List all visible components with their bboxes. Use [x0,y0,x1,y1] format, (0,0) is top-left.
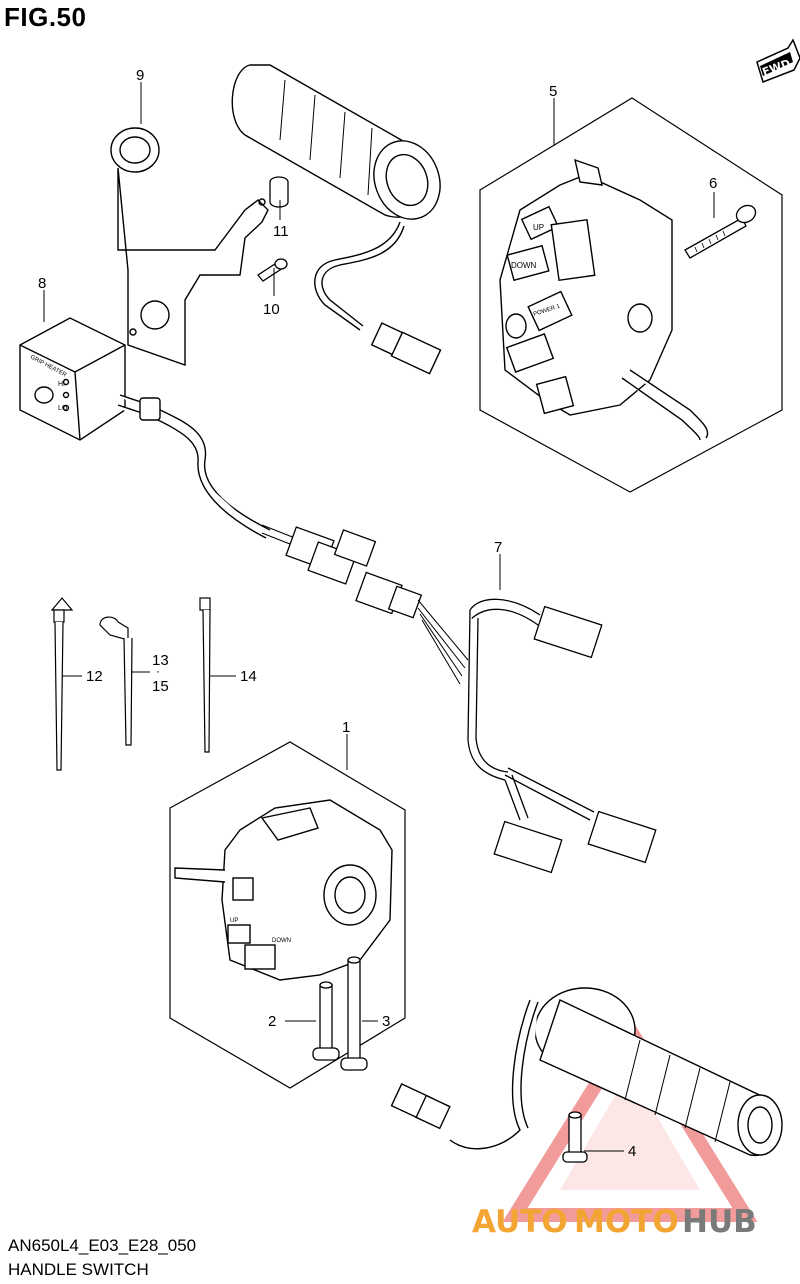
right-switch-screw [684,204,757,259]
clamp-tie [50,597,74,771]
cable-clamp [99,616,133,746]
callout-8: 8 [38,275,46,292]
bracket-bolt [257,258,288,282]
callout-10: 10 [263,301,280,318]
callout-numbers: 9 5 6 11 10 8 7 12 13 · 15 14 1 2 3 4 [38,67,717,1160]
fwd-direction-badge: FWD [756,38,800,83]
watermark-text: AUTO MOTO HUB [472,1204,757,1240]
left-switch-box [169,741,406,1089]
left-handle-switch [174,799,393,981]
cable-tie [199,597,211,753]
right-switch-box [479,97,783,493]
screw-short [312,981,340,1061]
spacer-collar [269,176,289,208]
model-code: AN650L4_E03_E28_050 [8,1236,197,1255]
heater-connector [261,524,377,585]
callout-3: 3 [382,1013,390,1030]
left-switch-up-label: UP [230,918,238,924]
callout-11: 11 [273,223,289,240]
callout-14: 14 [240,668,257,685]
callout-5: 5 [549,83,557,100]
right-heated-grip [231,64,442,375]
callout-2: 2 [268,1013,276,1030]
callout-12: 12 [86,668,103,685]
grip-heater-switch [19,317,271,539]
left-switch-down-label: DOWN [272,938,291,944]
right-switch-up-label: UP [533,223,544,232]
heater-switch-hi-label: HI [58,381,65,388]
watermark-moto: MOTO [574,1204,679,1240]
callout-7: 7 [494,539,502,556]
callout-1: 1 [342,719,350,736]
callout-9: 9 [136,67,144,84]
heater-switch-lo-label: LO [58,405,68,412]
section-name: HANDLE SWITCH [8,1260,149,1279]
callout-13: 13 [152,652,169,669]
right-switch-down-label: DOWN [511,261,537,270]
figure-title: FIG.50 [4,2,87,32]
callout-4: 4 [628,1143,636,1160]
grip-screw [562,1111,588,1163]
watermark-hub: HUB [682,1204,757,1240]
screw-long [340,956,368,1071]
wiring-harness [355,571,657,874]
right-handle-switch [499,158,709,441]
callout-6: 6 [709,175,717,192]
mounting-bracket [110,127,269,366]
left-heated-grip [390,987,783,1156]
watermark-auto: AUTO [472,1204,568,1240]
callouts [43,82,715,1152]
callout-13-15-separator: · [156,664,160,678]
callout-15: 15 [152,678,169,695]
